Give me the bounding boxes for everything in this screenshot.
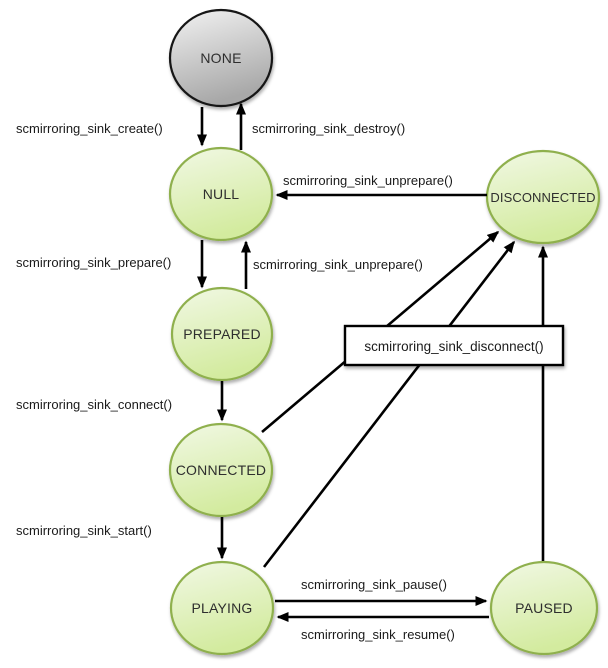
state-disconnected-circle (485, 149, 601, 245)
state-none-circle (168, 8, 274, 108)
state-none: NONE (168, 8, 274, 108)
state-none-label: NONE (200, 50, 241, 66)
disconnect-box-border (343, 324, 565, 367)
state-paused: PAUSED (489, 560, 599, 656)
state-connected-label: CONNECTED (176, 462, 266, 478)
transition-unprepare-disconnected-label: scmirroring_sink_unprepare() (283, 173, 453, 188)
transition-pause-label: scmirroring_sink_pause() (301, 577, 447, 592)
transition-labels: scmirroring_sink_create() scmirroring_si… (16, 121, 455, 642)
state-disconnected: DISCONNECTED (485, 149, 601, 245)
transition-start-label: scmirroring_sink_start() (16, 523, 152, 538)
transition-create-label: scmirroring_sink_create() (16, 121, 163, 136)
state-disconnected-label: DISCONNECTED (490, 190, 595, 205)
state-paused-circle (489, 560, 599, 656)
transition-prepare-label: scmirroring_sink_prepare() (16, 255, 171, 270)
transition-unprepare-prepared-label: scmirroring_sink_unprepare() (253, 257, 423, 272)
state-prepared-circle (170, 286, 274, 382)
state-null: NULL (168, 146, 274, 242)
edge-disconnect-playing-to-disconnected (262, 240, 516, 568)
state-prepared-label: PREPARED (183, 326, 261, 342)
states: NONE NULL PREPARED CONNECTED PLAYING PAU… (168, 8, 601, 656)
transition-destroy-label: scmirroring_sink_destroy() (252, 121, 405, 136)
state-playing-circle (169, 560, 275, 656)
transition-resume-label: scmirroring_sink_resume() (301, 627, 455, 642)
disconnect-box-rect (345, 326, 563, 365)
state-connected-circle (168, 422, 274, 518)
transition-connect-label: scmirroring_sink_connect() (16, 397, 172, 412)
state-null-label: NULL (203, 186, 240, 202)
state-connected: CONNECTED (168, 422, 274, 518)
state-playing: PLAYING (169, 560, 275, 656)
disconnect-label-box: scmirroring_sink_disconnect() (343, 324, 565, 367)
state-prepared: PREPARED (170, 286, 274, 382)
transition-disconnect-label: scmirroring_sink_disconnect() (364, 339, 543, 354)
state-playing-label: PLAYING (191, 600, 252, 616)
state-null-circle (168, 146, 274, 242)
state-paused-label: PAUSED (515, 600, 573, 616)
